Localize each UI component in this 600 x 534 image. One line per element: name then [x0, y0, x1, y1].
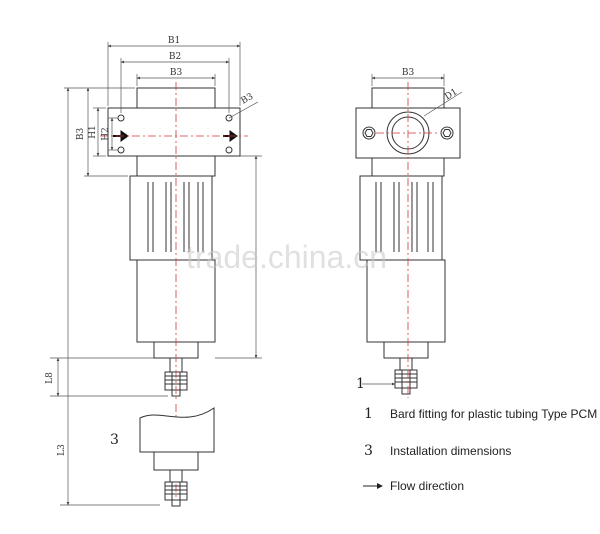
hex-hole	[440, 126, 454, 140]
legend-text-3: Installation dimensions	[390, 444, 511, 458]
dim-l8: L8	[45, 372, 55, 384]
detail-view-3	[139, 407, 215, 507]
callout-detail-3: 3	[110, 432, 119, 448]
mount-hole	[225, 146, 233, 154]
side-barb-fitting	[394, 369, 418, 395]
dim-b1: B1	[168, 36, 180, 46]
side-dimension-lines	[362, 74, 463, 386]
side-centerlines	[376, 82, 440, 398]
hex-socket	[364, 129, 374, 137]
side-drain-stem	[399, 357, 413, 371]
front-view	[107, 87, 241, 397]
legend-num-1: 1	[364, 406, 373, 422]
mount-hole	[225, 114, 233, 122]
head-block	[107, 87, 241, 177]
dimension-lines	[50, 42, 262, 506]
legend: 1 Bard fitting for plastic tubing Type P…	[363, 406, 597, 493]
dim-l3: L3	[57, 444, 67, 456]
dim-h2: H2	[101, 127, 111, 141]
dim-b3-side: B3	[76, 128, 86, 141]
side-view	[355, 87, 461, 395]
dim-b3-right: B3	[402, 68, 415, 78]
detail-drain-base	[153, 451, 199, 471]
dim-h1: H1	[88, 125, 98, 139]
flow-direction-arrow-icon	[363, 483, 383, 489]
detail-barb-fitting	[164, 481, 188, 507]
dim-d1: D1	[443, 87, 459, 102]
dim-b2: B2	[169, 52, 181, 62]
detail-bowl	[139, 407, 215, 453]
legend-text-1: Bard fitting for plastic tubing Type PCM	[390, 407, 597, 421]
dim-b3-top: B3	[170, 68, 183, 78]
legend-num-3: 3	[364, 443, 373, 459]
watermark: trade.china.cn	[186, 239, 387, 275]
hex-socket	[442, 129, 452, 137]
legend-text-flow: Flow direction	[390, 479, 464, 493]
side-drain-base	[383, 341, 429, 359]
hex-hole	[362, 126, 376, 140]
detail-drain-stem	[169, 469, 183, 483]
callout-item-1: 1	[356, 376, 365, 392]
